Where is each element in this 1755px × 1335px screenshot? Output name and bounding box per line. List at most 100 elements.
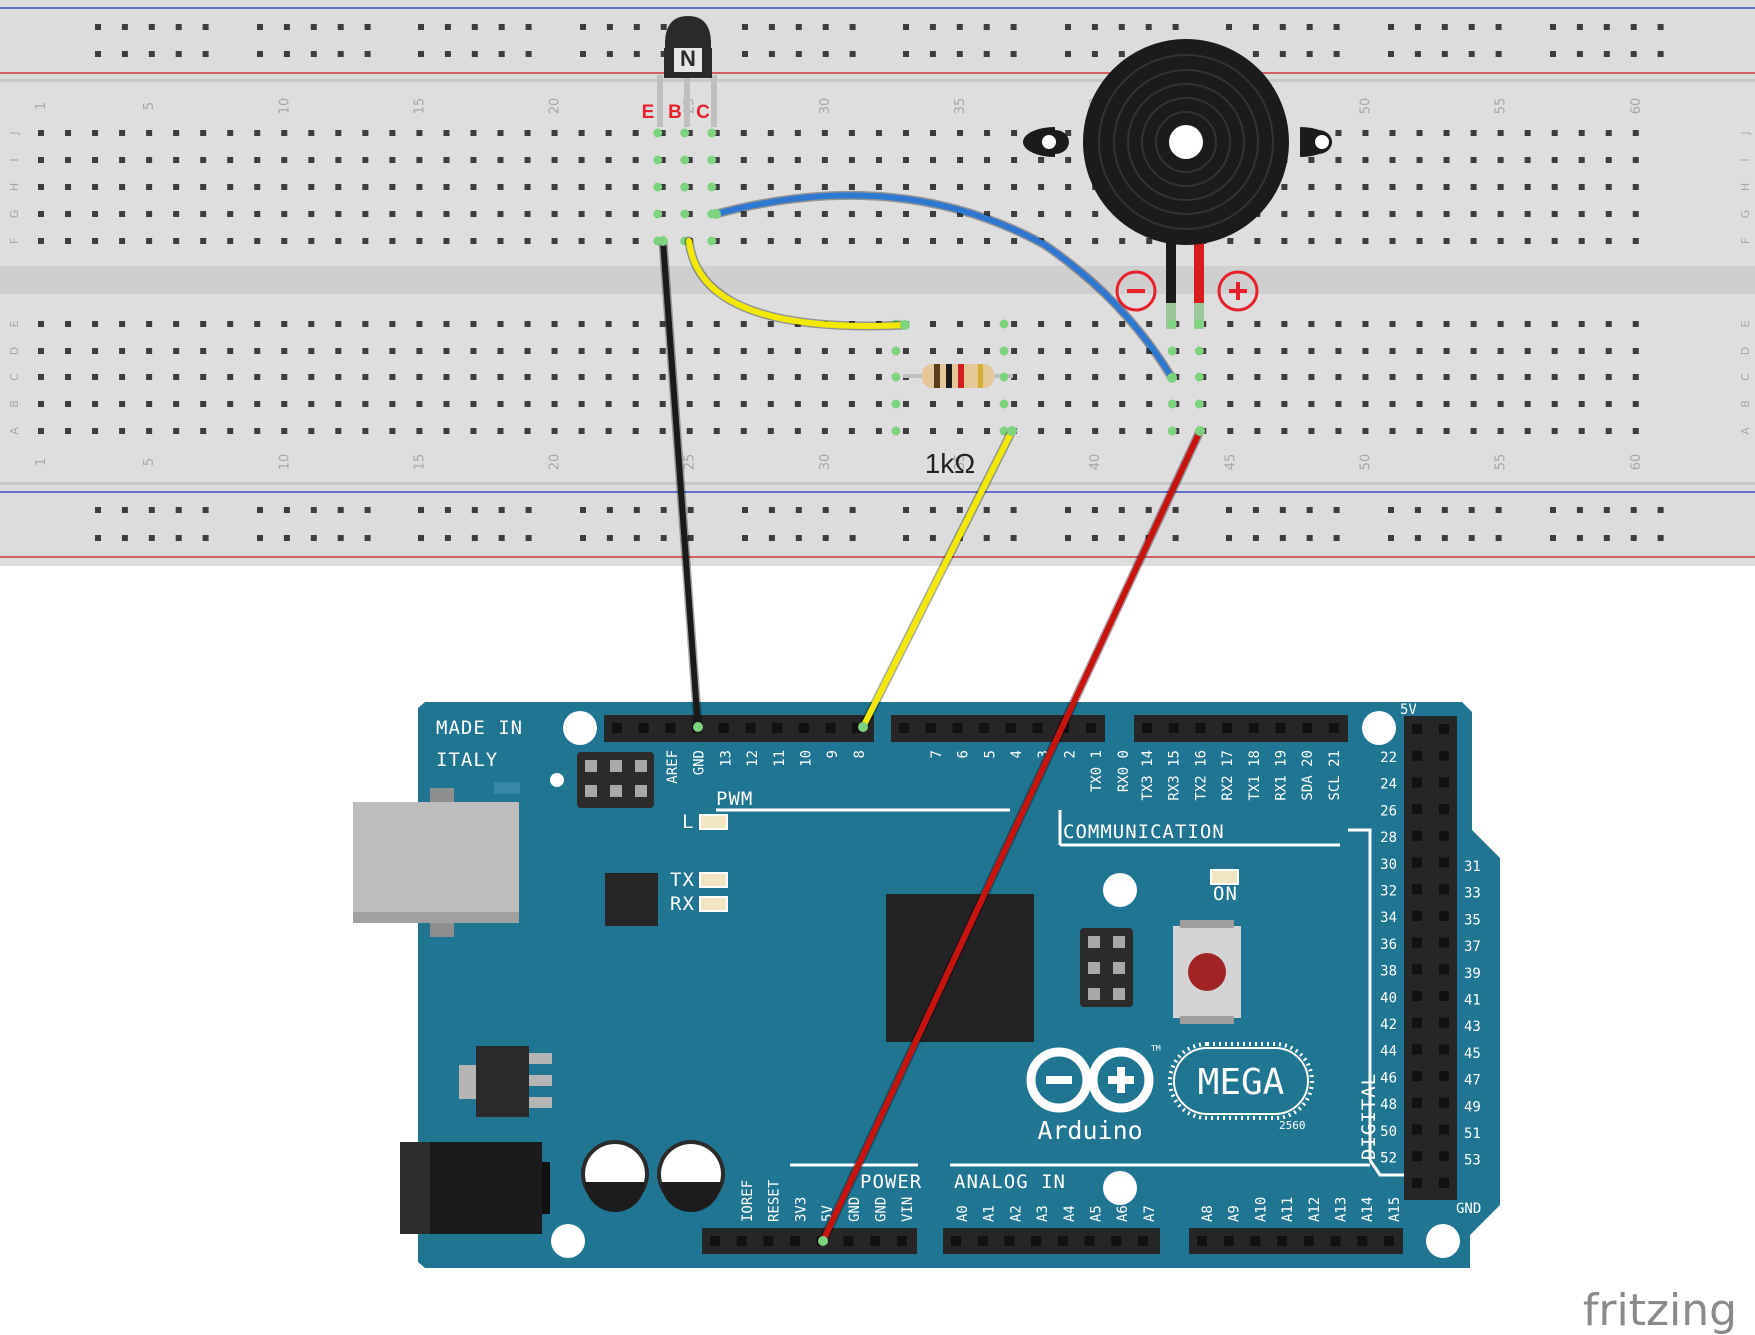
- header-pin: [951, 1236, 961, 1246]
- column-number: 50: [1358, 454, 1373, 471]
- header-pin: [1197, 1236, 1207, 1246]
- connection-dot: [653, 155, 663, 165]
- header-pin: [612, 723, 622, 733]
- wire-endpoint: [711, 209, 721, 219]
- digital-pin-label: 30: [1380, 857, 1397, 873]
- header-pin: [1412, 1097, 1422, 1108]
- header-pin: [1439, 1177, 1449, 1188]
- header-pin: [1439, 1017, 1449, 1028]
- digital-header-right: [1404, 716, 1457, 1200]
- center-channel: [0, 266, 1755, 294]
- column-number: 35: [953, 98, 968, 115]
- digital-pin-label: 32: [1380, 884, 1397, 900]
- row-letter: F: [1739, 238, 1752, 244]
- header-pin: [638, 723, 649, 733]
- header-pin: [1412, 1151, 1422, 1162]
- digital-pin-label: 24: [1380, 777, 1397, 793]
- header-pin: [1412, 937, 1422, 948]
- row-letter: J: [8, 131, 21, 135]
- digital-pin-label: 45: [1464, 1046, 1481, 1062]
- digital-pin-label: 28: [1380, 830, 1397, 846]
- icsp-pin: [610, 760, 622, 772]
- communication-pin-label: RX2 17: [1220, 750, 1236, 801]
- mounting-hole: [1103, 1171, 1137, 1205]
- wire-yellow-base[interactable]: [686, 238, 908, 329]
- analog-pin-label: A12: [1307, 1197, 1323, 1222]
- capacitor: [581, 1140, 649, 1212]
- icsp-pin: [1088, 936, 1100, 948]
- connection-dot: [999, 319, 1009, 329]
- communication-label: COMMUNICATION: [1063, 821, 1225, 843]
- header-pin: [745, 723, 756, 733]
- connection-dot: [1194, 346, 1204, 356]
- header-pin: [1439, 964, 1449, 975]
- icsp-pin: [1088, 962, 1100, 974]
- icsp-pin: [585, 785, 597, 797]
- column-number: 35: [953, 454, 968, 471]
- communication-pin-label: SCL 21: [1327, 750, 1343, 801]
- communication-pin-label: SDA 20: [1300, 750, 1316, 801]
- connection-dot: [707, 128, 717, 138]
- icsp-pin: [635, 785, 647, 797]
- digital-pin-label: RX0 0: [1116, 750, 1132, 792]
- wire-endpoint: [1195, 426, 1205, 436]
- digital-pin-label: 38: [1380, 964, 1397, 980]
- pwm-label: PWM: [716, 788, 753, 810]
- digital-pin-label: 34: [1380, 910, 1397, 926]
- header-pin: [1168, 723, 1179, 733]
- digital-pin-label: 11: [772, 750, 788, 767]
- column-number: 50: [1358, 98, 1373, 115]
- made-in-label: MADE IN: [436, 717, 523, 739]
- pin-gnd-label: GND: [1456, 1201, 1481, 1217]
- reset-button: [1173, 920, 1241, 1024]
- mounting-hole: [551, 1224, 585, 1258]
- analog-pin-label: A2: [1008, 1205, 1024, 1222]
- connection-dot: [1167, 426, 1177, 436]
- model-number: 2560: [1279, 1119, 1306, 1132]
- header-pin: [1412, 964, 1422, 975]
- header-pin: [1357, 1236, 1368, 1246]
- analog-pin-label: A1: [982, 1205, 998, 1222]
- header-pin: [1439, 1124, 1449, 1135]
- header-pin: [896, 1236, 907, 1246]
- column-number: 10: [277, 98, 292, 115]
- column-number: 5: [142, 102, 157, 110]
- led-on-label: ON: [1213, 883, 1238, 905]
- digital-pin-label: 47: [1464, 1073, 1481, 1089]
- mounting-hole: [563, 711, 597, 745]
- digital-pin-label: 26: [1380, 803, 1397, 819]
- row-letter: J: [1739, 131, 1752, 135]
- column-number: 55: [1494, 98, 1509, 115]
- header-pin: [1439, 750, 1449, 761]
- connection-dot: [1167, 399, 1177, 409]
- header-pin: [1439, 884, 1449, 895]
- digital-pin-label: 42: [1380, 1017, 1397, 1033]
- wire-blue-buzzer[interactable]: [713, 192, 1175, 381]
- row-letter: C: [1739, 373, 1752, 381]
- connection-dot: [1194, 319, 1204, 329]
- wire-black-gnd[interactable]: [660, 238, 701, 730]
- wire-yellow-pin8[interactable]: [860, 428, 1015, 730]
- analog-pin-label: A8: [1200, 1205, 1216, 1222]
- wire-red-5v[interactable]: [820, 428, 1203, 1244]
- power-pin-label: VIN: [900, 1197, 916, 1222]
- communication-pin-label: RX1 19: [1274, 750, 1290, 801]
- arduino-logo-text: Arduino: [1037, 1116, 1142, 1145]
- connection-dot: [680, 182, 690, 192]
- digital-pin-label: 8: [852, 750, 868, 758]
- led-rx: [699, 896, 728, 912]
- power-header: [702, 1228, 917, 1254]
- header-pin: [1439, 857, 1449, 868]
- connection-dot: [1194, 372, 1204, 382]
- led-rx-label: RX: [670, 893, 695, 915]
- digital-pin-label: 43: [1464, 1019, 1481, 1035]
- icsp-pin: [635, 760, 647, 772]
- header-pin: [1302, 723, 1313, 733]
- digital-pin-label: 44: [1380, 1044, 1397, 1060]
- row-letter: F: [8, 238, 21, 244]
- analog-pin-label: A10: [1253, 1197, 1269, 1222]
- header-pin: [1439, 830, 1449, 841]
- analog-pin-label: A14: [1360, 1197, 1376, 1222]
- header-pin: [1412, 1044, 1422, 1055]
- analog-pin-label: A4: [1062, 1205, 1078, 1222]
